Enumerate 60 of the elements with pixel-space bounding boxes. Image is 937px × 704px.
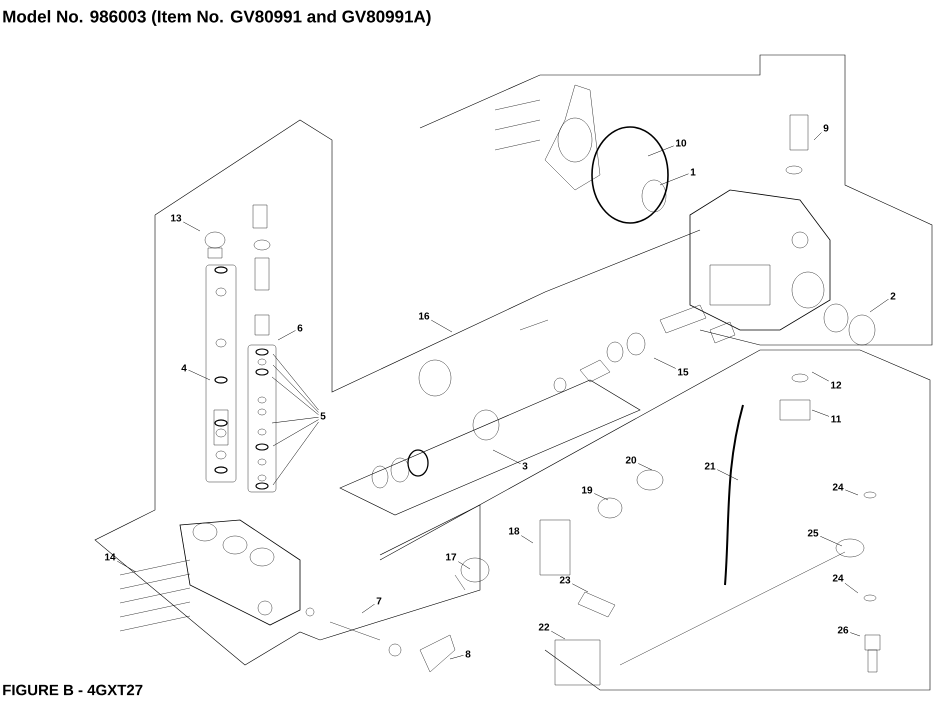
callout-number: 10 [676,139,686,147]
callout-number: 26 [838,626,848,634]
callout-number: 5 [320,412,326,420]
callout-number: 6 [298,324,302,332]
leader-line [572,584,588,592]
callout-number: 22 [538,624,550,630]
callout-number: 15 [678,368,688,376]
leader-line [814,132,822,140]
callout-number: 17 [446,554,456,560]
callout-number: 2 [890,292,896,300]
leader-line [458,561,470,570]
callout-number: 24 [832,574,844,582]
leader-line [272,376,319,416]
leader-line [272,354,319,410]
leader-line [820,536,842,546]
leader-line [594,493,608,500]
callout-number: 18 [509,527,520,535]
leader-line [272,419,319,446]
callout-number: 7 [376,598,382,604]
leader-line [812,372,829,382]
callout-number: 16 [419,312,430,320]
callout-number: 25 [808,529,818,537]
leader-line [272,416,319,424]
callout-number: 9 [824,124,828,132]
leader-line [850,632,860,636]
leader-line [492,450,521,464]
leader-line [117,560,136,572]
leader-line [183,222,200,232]
leader-line [870,298,889,312]
leader-line [638,463,652,470]
callout-number: 8 [466,650,470,658]
title: Model No. 986003 (Item No. GV80991 and GV80991A) [3,10,431,26]
leader-line [450,655,464,660]
leader-line [272,364,319,413]
leader-line [551,630,566,640]
leader-line [844,582,858,594]
callout-number: 20 [626,456,636,464]
leader-line [660,174,689,186]
callout-number: 3 [522,462,528,470]
leader-line [278,330,296,340]
leader-line [188,370,210,380]
callout-number: 21 [704,462,716,470]
callout-number: 24 [832,484,844,490]
callout-number: 4 [181,364,187,372]
callout-number: 13 [171,214,182,222]
leader-line [272,422,319,486]
callout-number: 19 [582,486,592,494]
leader-line [654,358,676,369]
callout-number: 1 [690,168,696,176]
callout-number: 11 [831,416,841,422]
leader-line [717,469,738,480]
callout-number: 12 [831,382,842,388]
leader-line [521,535,534,544]
callout-number: 23 [560,576,570,584]
caption: FIGURE B - 4GXT27 [3,684,142,696]
leader-line [812,410,830,417]
leader-line [362,604,375,614]
callout-number: 14 [105,554,116,560]
leader-line [431,320,452,332]
leader-line [845,490,858,496]
